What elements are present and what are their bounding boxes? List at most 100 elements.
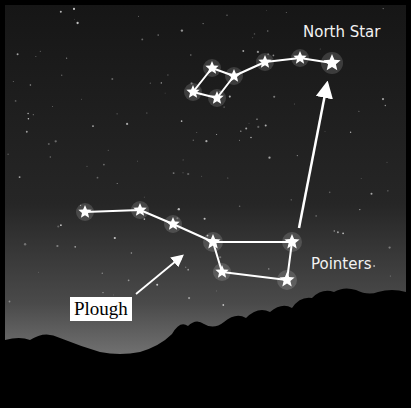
- faint-star: [205, 140, 207, 142]
- faint-star: [320, 48, 321, 49]
- star-glow: [203, 232, 223, 252]
- faint-star: [150, 83, 151, 84]
- star-glow: [291, 49, 309, 67]
- faint-star: [55, 140, 57, 142]
- faint-star: [112, 294, 114, 296]
- faint-star: [111, 78, 113, 80]
- faint-star: [373, 265, 375, 267]
- faint-star: [114, 237, 116, 239]
- faint-star: [190, 54, 192, 56]
- star-glow: [321, 52, 343, 74]
- star-glow: [277, 270, 297, 290]
- star: [133, 203, 146, 216]
- faint-star: [358, 111, 359, 112]
- faint-star: [240, 131, 241, 132]
- faint-star: [333, 230, 335, 232]
- faint-star: [27, 113, 28, 114]
- star: [186, 85, 199, 98]
- faint-star: [76, 22, 78, 24]
- faint-star: [297, 155, 298, 156]
- star-glow: [203, 59, 221, 77]
- faint-star: [324, 131, 326, 133]
- faint-star: [178, 208, 180, 210]
- faint-star: [86, 166, 87, 167]
- faint-star: [257, 51, 259, 53]
- faint-star: [52, 105, 54, 107]
- faint-star: [359, 209, 360, 210]
- faint-star: [128, 279, 130, 281]
- faint-star: [248, 122, 250, 124]
- faint-star: [156, 284, 158, 286]
- star: [293, 51, 306, 64]
- faint-star: [143, 196, 145, 198]
- star: [227, 69, 240, 82]
- faint-star: [24, 243, 26, 245]
- star: [166, 217, 179, 230]
- faint-star: [157, 34, 159, 36]
- faint-star: [126, 123, 128, 125]
- faint-star: [273, 55, 275, 57]
- faint-star: [268, 268, 269, 269]
- faint-star: [97, 177, 99, 179]
- faint-star: [102, 272, 104, 274]
- faint-star: [257, 126, 259, 128]
- faint-star: [229, 96, 231, 98]
- faint-star: [266, 9, 268, 11]
- faint-star: [219, 256, 221, 258]
- faint-star: [15, 100, 17, 102]
- star: [205, 234, 220, 249]
- faint-star: [360, 178, 362, 180]
- faint-star: [388, 246, 390, 248]
- constellation-name: Plough: [70, 297, 132, 321]
- faint-star: [187, 173, 189, 175]
- faint-star: [73, 8, 75, 10]
- faint-star: [245, 127, 247, 129]
- faint-star: [385, 105, 387, 107]
- faint-star: [188, 297, 190, 299]
- star: [215, 265, 228, 278]
- star: [279, 272, 294, 287]
- faint-star: [17, 53, 19, 55]
- faint-star: [267, 30, 269, 32]
- faint-star: [35, 55, 37, 57]
- star-glow: [282, 232, 302, 252]
- faint-star: [181, 120, 183, 122]
- faint-star: [250, 137, 252, 139]
- faint-star: [182, 172, 184, 174]
- pointer-label: Pointers: [311, 256, 371, 273]
- faint-star: [131, 252, 133, 254]
- faint-star: [182, 159, 184, 161]
- faint-star: [7, 153, 9, 155]
- faint-star: [117, 183, 118, 184]
- faint-star: [26, 131, 28, 133]
- faint-star: [144, 218, 146, 220]
- faint-star: [329, 191, 331, 193]
- faint-star: [383, 8, 384, 9]
- faint-star: [242, 50, 244, 52]
- faint-star: [141, 38, 143, 40]
- faint-star: [224, 107, 225, 108]
- faint-star: [116, 113, 117, 114]
- faint-star: [28, 118, 30, 120]
- faint-star: [239, 206, 241, 208]
- faint-star: [146, 112, 148, 114]
- faint-star: [370, 193, 372, 195]
- star-glow: [208, 89, 226, 107]
- faint-star: [181, 259, 183, 261]
- faint-star: [13, 81, 14, 82]
- star: [323, 54, 340, 70]
- star-glow: [76, 203, 94, 221]
- star-glow: [164, 215, 182, 233]
- faint-star: [167, 74, 168, 75]
- faint-star: [265, 124, 267, 126]
- faint-star: [81, 98, 83, 100]
- faint-star: [254, 33, 255, 34]
- faint-star: [291, 199, 292, 200]
- faint-star: [60, 224, 62, 226]
- faint-star: [216, 134, 217, 135]
- faint-star: [227, 178, 228, 179]
- star-name: North Star: [303, 24, 380, 41]
- faint-star: [238, 139, 240, 141]
